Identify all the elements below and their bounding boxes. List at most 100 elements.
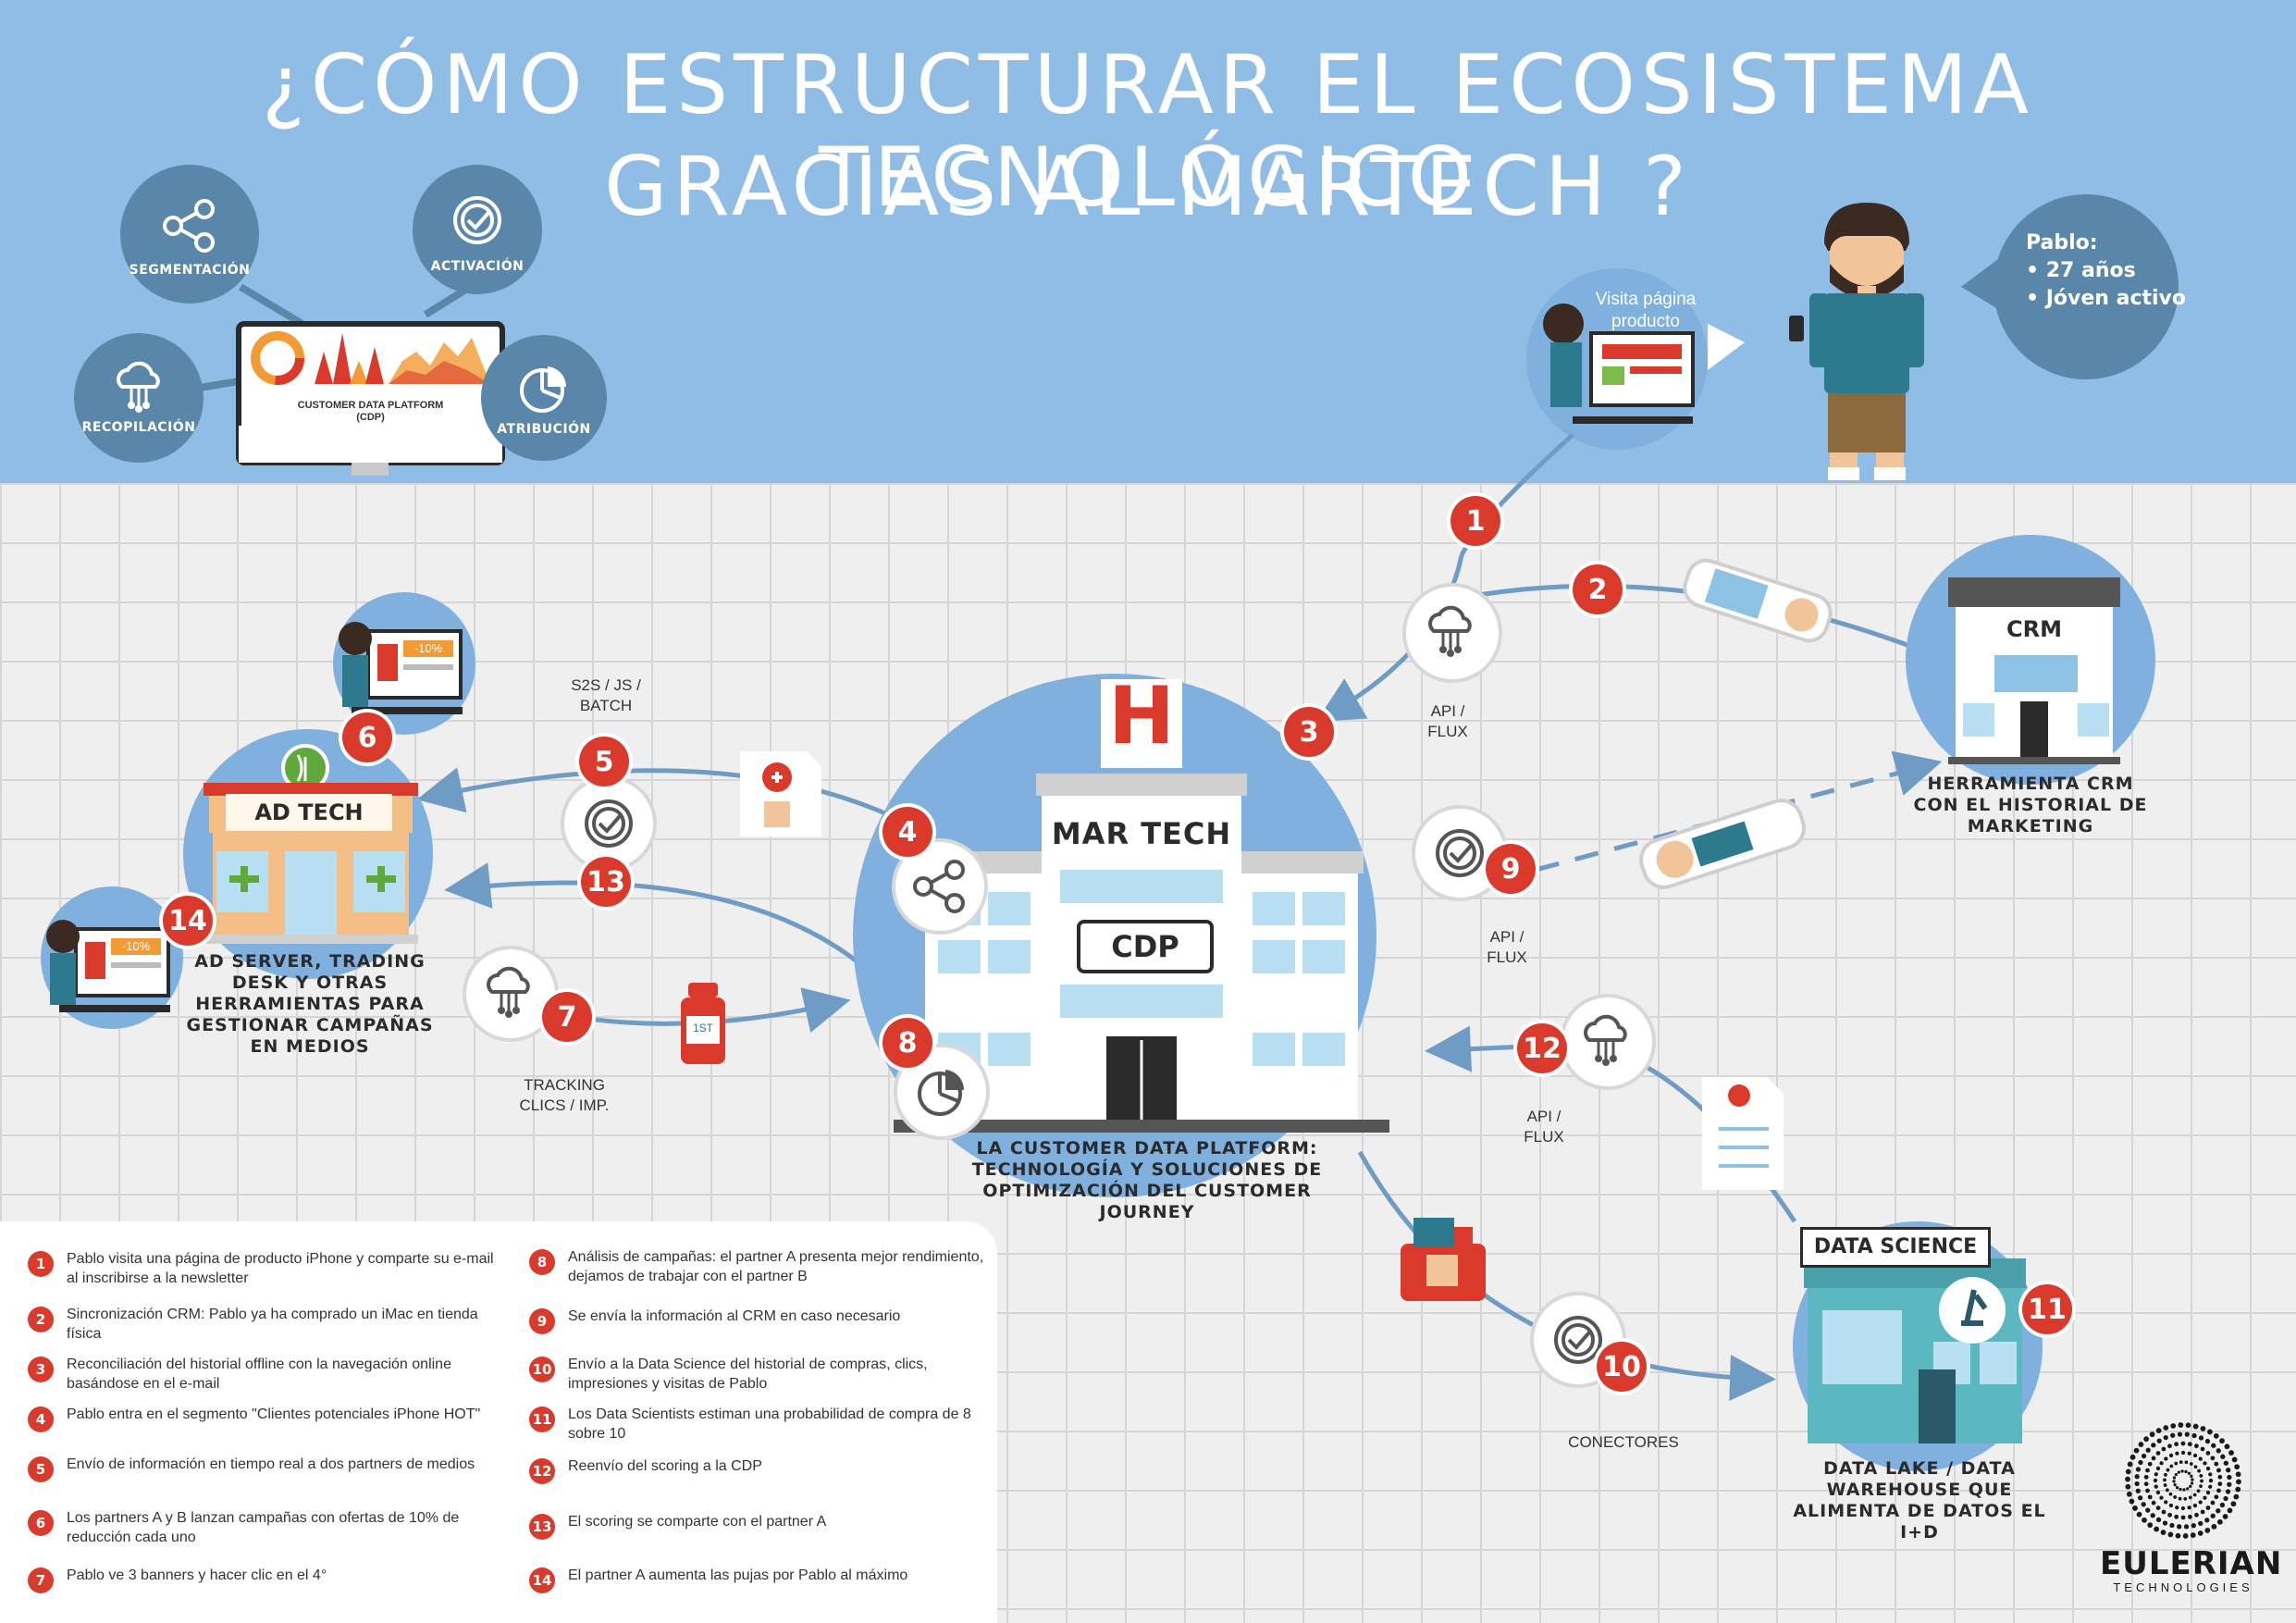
page-title-line2: GRACIAS AL MARTECH ?	[604, 139, 1692, 234]
medical-case-icon	[1401, 1218, 1486, 1301]
logo-dot	[2203, 1461, 2207, 1466]
logo-dot	[2170, 1423, 2177, 1429]
legend-number: 7	[28, 1567, 54, 1593]
logo-dot	[2143, 1481, 2149, 1487]
logo-dot	[2189, 1484, 2192, 1489]
logo-dot	[2164, 1472, 2167, 1477]
logo-dot	[2155, 1451, 2161, 1456]
cdp-monitor-illustration	[193, 265, 519, 476]
logo-dot	[2233, 1493, 2240, 1500]
logo-dot	[2228, 1450, 2234, 1456]
logo-dot	[2175, 1505, 2179, 1510]
clipboard-icon	[1702, 1077, 1784, 1190]
visit-label: Visita página producto	[1595, 290, 1697, 331]
adtech-shop-icon	[204, 744, 418, 944]
logo-dot	[2161, 1509, 2166, 1515]
logo-dot	[2174, 1472, 2178, 1477]
legend-number: 14	[529, 1567, 555, 1593]
partner-a-discount: -10%	[414, 641, 443, 655]
recopilacion-bubble: RECOPILACIÓN	[74, 333, 204, 463]
logo-dot	[2210, 1513, 2216, 1518]
logo-dot	[2192, 1423, 2199, 1430]
logo-dot	[2135, 1467, 2142, 1472]
logo-dot	[2168, 1492, 2173, 1496]
logo-dot	[2216, 1508, 2221, 1514]
logo-dot	[2172, 1480, 2176, 1483]
logo-dot	[2177, 1431, 2183, 1437]
logo-dot	[2208, 1472, 2213, 1477]
logo-dot	[2200, 1426, 2206, 1431]
logo-dot	[2175, 1532, 2181, 1539]
logo-dot	[2155, 1466, 2161, 1471]
logo-dot	[2187, 1451, 2191, 1456]
step-badge-1: 1	[1450, 496, 1500, 546]
logo-dot	[2134, 1474, 2140, 1480]
atribucion-label: ATRIBUCIÓN	[497, 422, 591, 437]
datascience-sign: DATA SCIENCE	[1800, 1227, 1991, 1268]
logo-dot	[2217, 1474, 2223, 1480]
logo-dot	[2125, 1468, 2131, 1475]
legend-number: 6	[28, 1510, 54, 1536]
legend-number: 8	[529, 1249, 555, 1275]
logo-dot	[2145, 1488, 2150, 1493]
logo-dot	[2194, 1512, 2199, 1518]
legend-panel	[0, 1221, 997, 1623]
logo-dot	[2177, 1470, 2180, 1474]
martech-hospital-icon	[894, 679, 1389, 1133]
logo-dot	[2187, 1442, 2192, 1447]
logo-dot	[2198, 1456, 2203, 1461]
legend-number: 2	[28, 1307, 54, 1332]
logo-dot	[2216, 1518, 2223, 1525]
logo-dot	[2166, 1468, 2170, 1472]
logo-dot	[2169, 1522, 2175, 1529]
legend-text: Se envía la información al CRM en caso n…	[568, 1308, 901, 1324]
conectores-label: CONECTORES	[1568, 1433, 1679, 1451]
logo-dot	[2169, 1464, 2174, 1468]
monitor-label: CUSTOMER DATA PLATFORM(CDP)	[297, 400, 444, 423]
logo-dot	[2183, 1496, 2188, 1501]
tracking-label: TRACKING CLICS / IMP.	[519, 1076, 610, 1114]
logo-dot	[2136, 1511, 2142, 1518]
logo-dot	[2162, 1520, 2168, 1526]
logo-dot	[2161, 1446, 2166, 1452]
logo-dot	[2216, 1488, 2221, 1493]
logo-dot	[2223, 1460, 2228, 1466]
logo-dot	[2187, 1471, 2191, 1475]
api-flux-label-top: API / FLUX	[1427, 702, 1468, 740]
logo-dot	[2168, 1503, 2174, 1508]
partner-a-screen-icon	[339, 622, 463, 714]
logo-dot	[2200, 1446, 2205, 1452]
logo-dot	[2223, 1495, 2228, 1502]
logo-dot	[2155, 1490, 2161, 1495]
legend-number: 10	[529, 1357, 555, 1382]
logo-dot	[2129, 1498, 2135, 1505]
logo-dot	[2179, 1487, 2182, 1492]
api-flux-label-low: API / FLUX	[1524, 1108, 1564, 1146]
logo-dot	[2159, 1461, 2164, 1466]
logo-dot	[2153, 1478, 2158, 1483]
activation-circle-10	[1530, 1292, 1626, 1388]
logo-dot	[2174, 1442, 2179, 1447]
logo-dot	[2199, 1484, 2203, 1489]
api-flux-label-mid: API / FLUX	[1487, 928, 1527, 966]
check-badge-icon	[585, 799, 633, 848]
logo-dot	[2210, 1456, 2216, 1461]
logo-dot	[2149, 1431, 2155, 1438]
logo-dot	[2208, 1478, 2214, 1483]
logo-dot	[2216, 1448, 2221, 1454]
legend-number: 9	[529, 1308, 555, 1334]
legend-text: Los partners A y B lanzan campañas con o…	[67, 1510, 460, 1545]
logo-dot	[2197, 1530, 2203, 1536]
hospital-h-sign: H	[1108, 670, 1175, 762]
logo-dot	[2159, 1495, 2164, 1500]
logo-dot	[2127, 1461, 2133, 1468]
crm-caption: HERRAMIENTA CRM CON EL HISTORIAL DE MARK…	[1913, 774, 2148, 836]
legend-text: Pablo ve 3 banners y hacer clic en el 4°	[67, 1567, 327, 1583]
logo-dot	[2172, 1476, 2177, 1480]
logo-dot	[2183, 1524, 2190, 1530]
pablo-info: Pablo: • 27 años • Jóven activo	[2026, 229, 2186, 313]
check-badge-icon	[453, 196, 501, 244]
logo-dot	[2235, 1486, 2241, 1493]
logo-dot	[2163, 1435, 2168, 1441]
logo-dot	[2192, 1503, 2198, 1508]
